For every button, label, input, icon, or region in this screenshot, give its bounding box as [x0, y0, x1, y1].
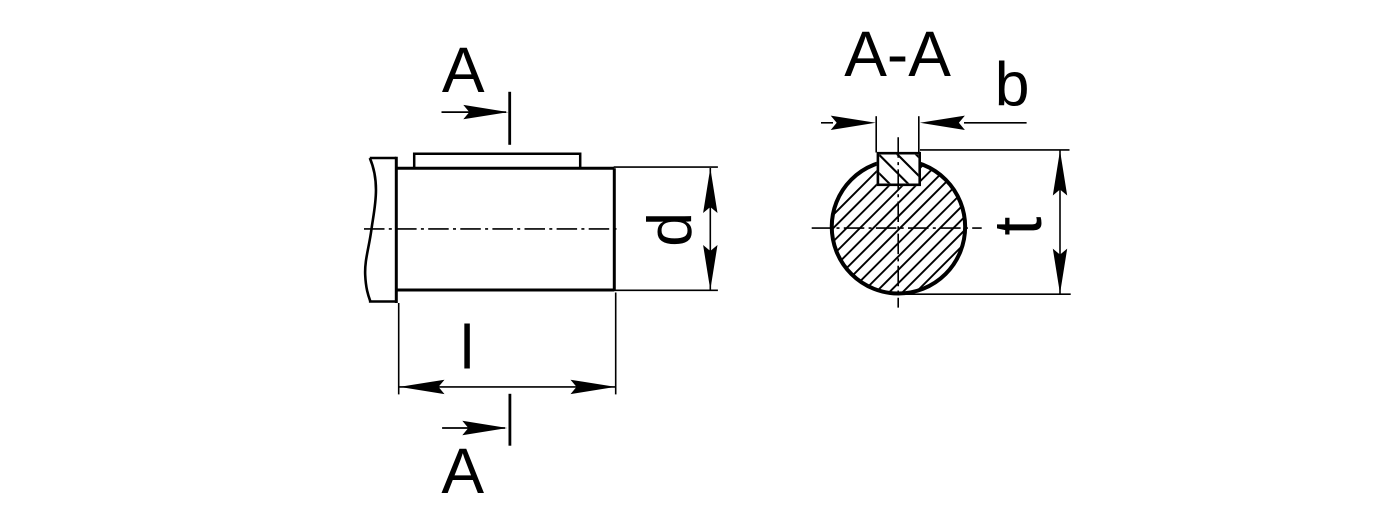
svg-text:b: b: [995, 50, 1030, 120]
svg-text:t: t: [980, 217, 1056, 236]
svg-text:d: d: [635, 212, 705, 247]
svg-text:l: l: [460, 313, 474, 383]
svg-text:A-A: A-A: [844, 18, 951, 90]
svg-text:A: A: [441, 435, 484, 507]
svg-text:A: A: [442, 34, 485, 106]
